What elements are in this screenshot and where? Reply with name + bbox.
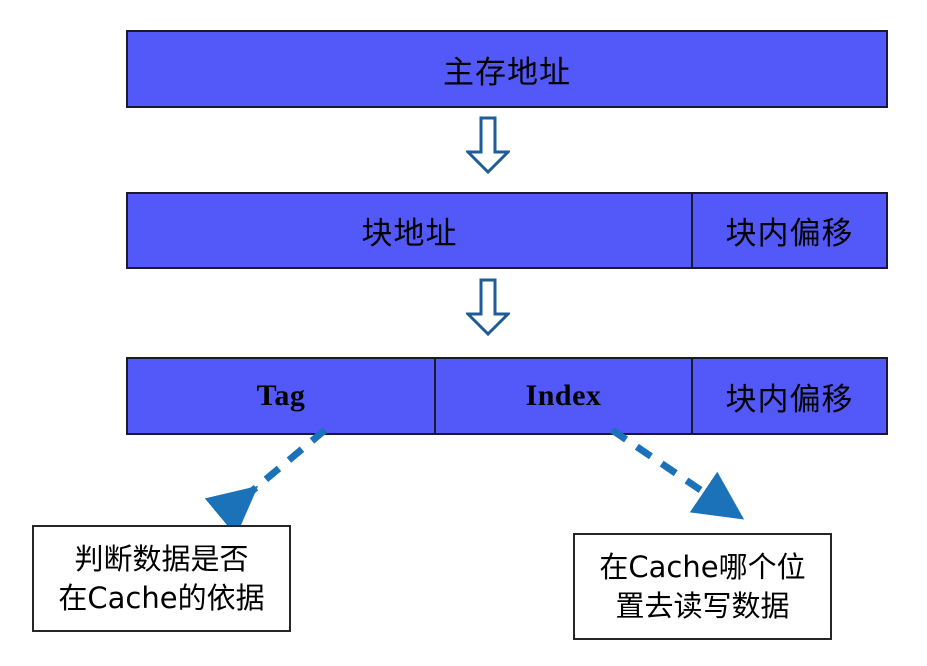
field-block-offset-row3: 块内偏移 xyxy=(691,359,886,433)
field-block-offset-row2: 块内偏移 xyxy=(691,194,886,267)
field-index: Index xyxy=(434,359,691,433)
index-note-line-1: 在Cache哪个位 xyxy=(599,550,806,585)
field-main-address: 主存地址 xyxy=(443,54,571,91)
block-address-bar: 块地址 块内偏移 xyxy=(126,192,888,269)
index-note-box: 在Cache哪个位 置去读写数据 xyxy=(573,533,832,640)
dashed-arrow-index-to-note-icon xyxy=(608,427,778,538)
tag-note-line-2: 在Cache的依据 xyxy=(58,580,265,615)
index-note-line-2: 置去读写数据 xyxy=(615,588,790,623)
field-block-address: 块地址 xyxy=(361,216,458,252)
down-block-arrow-icon-1 xyxy=(464,116,512,175)
down-block-arrow-icon-2 xyxy=(464,278,512,337)
tag-note-box: 判断数据是否 在Cache的依据 xyxy=(32,525,291,632)
dashed-arrow-tag-to-note-icon xyxy=(180,427,330,538)
main-address-bar: 主存地址 xyxy=(126,30,888,108)
field-tag: Tag xyxy=(256,379,306,412)
tag-note-line-1: 判断数据是否 xyxy=(74,542,249,577)
tag-index-offset-bar: Tag Index 块内偏移 xyxy=(126,357,888,435)
